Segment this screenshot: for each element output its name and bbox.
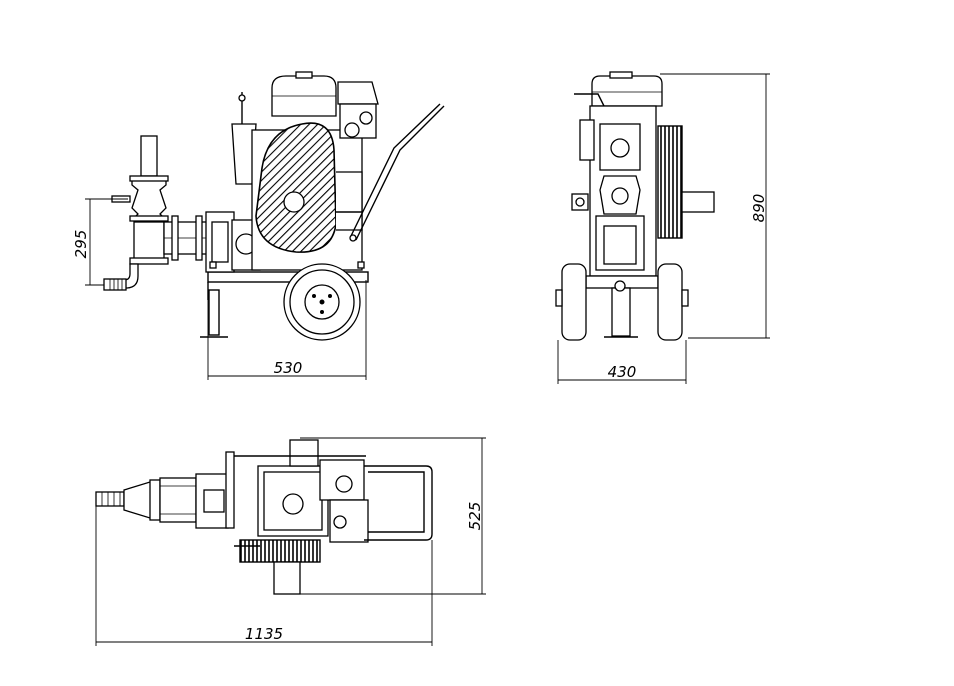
top-view [95, 439, 433, 595]
dim-1135-label: 1135 [245, 625, 283, 643]
dimension-side-length: 530 [207, 280, 367, 380]
dim-530-label: 530 [274, 359, 303, 377]
dimension-front-width: 430 [557, 340, 687, 384]
dim-525-label: 525 [466, 502, 484, 531]
dimension-side-height: 295 [72, 198, 128, 286]
front-view [555, 71, 715, 341]
dimension-top-depth: 525 [300, 437, 486, 595]
dim-430-label: 430 [608, 363, 637, 381]
dim-295-label: 295 [72, 230, 90, 259]
dim-890-label: 890 [750, 194, 768, 223]
side-view [103, 71, 445, 341]
dimension-top-length: 1135 [95, 506, 433, 646]
dimension-front-height: 890 [660, 73, 770, 339]
